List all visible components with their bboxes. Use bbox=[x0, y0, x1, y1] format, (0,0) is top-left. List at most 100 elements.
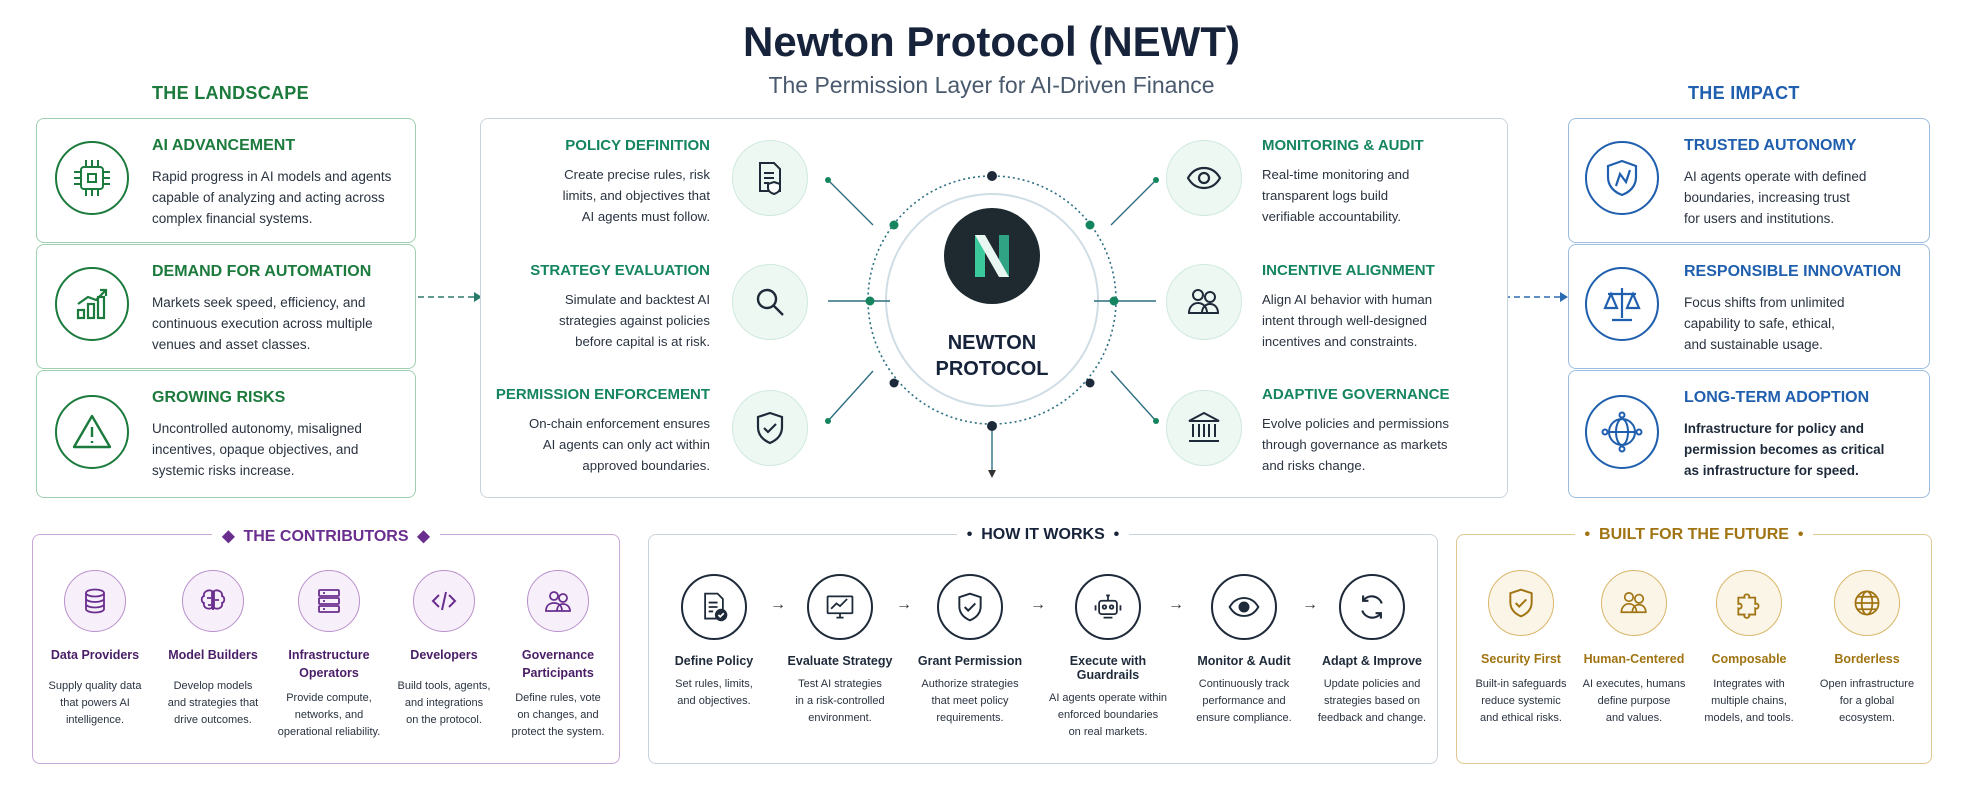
item-text-line: ecosystem. bbox=[1839, 712, 1895, 724]
feature-text-line: On-chain enforcement ensures bbox=[528, 416, 710, 431]
step-text-line: performance and bbox=[1202, 695, 1286, 707]
feature-text-line: limits, and objectives that bbox=[562, 188, 710, 203]
feature-text-line: transparent logs build bbox=[1262, 188, 1389, 203]
card-text-line: capable of analyzing and acting across bbox=[152, 190, 385, 205]
step-define-policy: Define Policy Set rules, limits, and obje… bbox=[654, 574, 774, 710]
item-text-line: Build tools, agents, bbox=[397, 680, 491, 692]
eye-icon bbox=[1166, 140, 1242, 216]
shield-icon bbox=[1585, 141, 1659, 215]
refresh-icon bbox=[1339, 574, 1405, 640]
card-title: DEMAND FOR AUTOMATION bbox=[152, 263, 372, 280]
step-text-line: enforced boundaries bbox=[1057, 709, 1159, 721]
code-icon bbox=[413, 570, 475, 632]
server-icon bbox=[298, 570, 360, 632]
item-text-line: Supply quality data bbox=[48, 680, 142, 692]
card-title: GROWING RISKS bbox=[152, 389, 286, 406]
card-title: AI ADVANCEMENT bbox=[152, 137, 296, 154]
future-heading: • BUILT FOR THE FUTURE • bbox=[1456, 526, 1932, 544]
growth-chart-icon bbox=[55, 267, 129, 341]
step-arrow: → bbox=[896, 596, 912, 613]
newton-logo bbox=[944, 208, 1040, 304]
step-title: Grant Permission bbox=[917, 654, 1023, 668]
contributors-heading: ◆ THE CONTRIBUTORS ◆ bbox=[32, 526, 620, 546]
card-title: RESPONSIBLE INNOVATION bbox=[1684, 263, 1902, 280]
item-text-line: that powers AI bbox=[60, 697, 130, 709]
card-text-line: complex financial systems. bbox=[152, 211, 313, 226]
shield-check-icon bbox=[732, 390, 808, 466]
feature-text-line: AI agents can only act within bbox=[542, 437, 710, 452]
puzzle-icon bbox=[1716, 570, 1782, 636]
policy-document-icon bbox=[732, 140, 808, 216]
center-network-diagram bbox=[825, 171, 1159, 478]
landscape-card-risks: GROWING RISKS Uncontrolled autonomy, mis… bbox=[36, 370, 416, 498]
feature-title: MONITORING & AUDIT bbox=[1262, 137, 1424, 154]
impact-card-trusted: TRUSTED AUTONOMY AI agents operate with … bbox=[1568, 118, 1930, 243]
card-text-line: boundaries, increasing trust bbox=[1684, 190, 1850, 205]
card-text-line: Infrastructure for policy and bbox=[1684, 421, 1865, 436]
card-text-line: and sustainable usage. bbox=[1684, 337, 1823, 352]
item-text-line: for a global bbox=[1839, 695, 1895, 707]
card-text-line: incentives, opaque objectives, and bbox=[152, 442, 359, 457]
step-text-line: and objectives. bbox=[677, 695, 751, 707]
item-title: Borderless bbox=[1834, 652, 1900, 666]
item-text-line: intelligence. bbox=[65, 714, 125, 726]
item-text-line: networks, and bbox=[294, 709, 364, 721]
feature-text-line: Align AI behavior with human bbox=[1262, 292, 1433, 307]
item-text-line: define purpose bbox=[1597, 695, 1671, 707]
step-text-line: that meet policy bbox=[931, 695, 1009, 707]
step-title: Evaluate Strategy bbox=[787, 654, 893, 668]
step-title: Define Policy bbox=[674, 654, 754, 668]
step-text-line: AI agents operate within bbox=[1048, 692, 1168, 704]
logo-wordmark: NEWTON PROTOCOL bbox=[912, 330, 1072, 382]
magnifier-icon bbox=[732, 264, 808, 340]
item-text-line: and ethical risks. bbox=[1480, 712, 1562, 724]
logo-line: NEWTON bbox=[947, 332, 1037, 354]
card-text-line: AI agents operate with defined bbox=[1684, 169, 1867, 184]
page-subtitle: The Permission Layer for AI-Driven Finan… bbox=[768, 72, 1215, 98]
feature-title: POLICY DEFINITION bbox=[565, 137, 710, 154]
people-icon bbox=[1166, 264, 1242, 340]
institution-icon bbox=[1166, 390, 1242, 466]
item-text-line: drive outcomes. bbox=[174, 714, 252, 726]
how-it-works-box bbox=[648, 534, 1438, 764]
feature-text-line: intent through well-designed bbox=[1262, 313, 1427, 328]
item-title: Security First bbox=[1481, 652, 1561, 666]
step-text-line: feedback and change. bbox=[1317, 712, 1427, 724]
step-title: Monitor & Audit bbox=[1197, 654, 1291, 668]
step-text-line: requirements. bbox=[936, 712, 1004, 724]
step-title: Adapt & Improve bbox=[1321, 654, 1422, 668]
policy-document-icon bbox=[681, 574, 747, 640]
item-text-line: and integrations bbox=[404, 697, 484, 709]
step-text-line: Set rules, limits, bbox=[675, 678, 753, 690]
feature-title: STRATEGY EVALUATION bbox=[530, 262, 710, 279]
robot-icon bbox=[1075, 574, 1141, 640]
card-text-line: capability to safe, ethical, bbox=[1684, 316, 1835, 331]
card-text-line: Rapid progress in AI models and agents bbox=[152, 169, 392, 184]
impact-heading: THE IMPACT bbox=[1688, 83, 1800, 103]
item-text-line: protect the system. bbox=[511, 726, 605, 738]
item-text-line: on the protocol. bbox=[406, 714, 482, 726]
card-title: LONG-TERM ADOPTION bbox=[1684, 389, 1870, 406]
landscape-to-center-arrow bbox=[418, 292, 482, 302]
step-text-line: strategies based on bbox=[1323, 695, 1420, 707]
item-text-line: and strategies that bbox=[167, 697, 259, 709]
landscape-card-ai: AI ADVANCEMENT Rapid progress in AI mode… bbox=[36, 118, 416, 243]
item-text-line: operational reliability. bbox=[277, 726, 381, 738]
item-text-line: Provide compute, bbox=[286, 692, 372, 704]
community-icon bbox=[527, 570, 589, 632]
item-text-line: on changes, and bbox=[517, 709, 599, 721]
card-text-line: Uncontrolled autonomy, misaligned bbox=[152, 421, 362, 436]
item-text-line: and values. bbox=[1605, 712, 1663, 724]
step-text-line: on real markets. bbox=[1068, 726, 1148, 738]
card-text-line: continuous execution across multiple bbox=[152, 316, 373, 331]
network-globe-icon bbox=[1585, 395, 1659, 469]
item-text-line: Open infrastructure bbox=[1819, 678, 1915, 690]
card-text-line: for users and institutions. bbox=[1684, 211, 1835, 226]
